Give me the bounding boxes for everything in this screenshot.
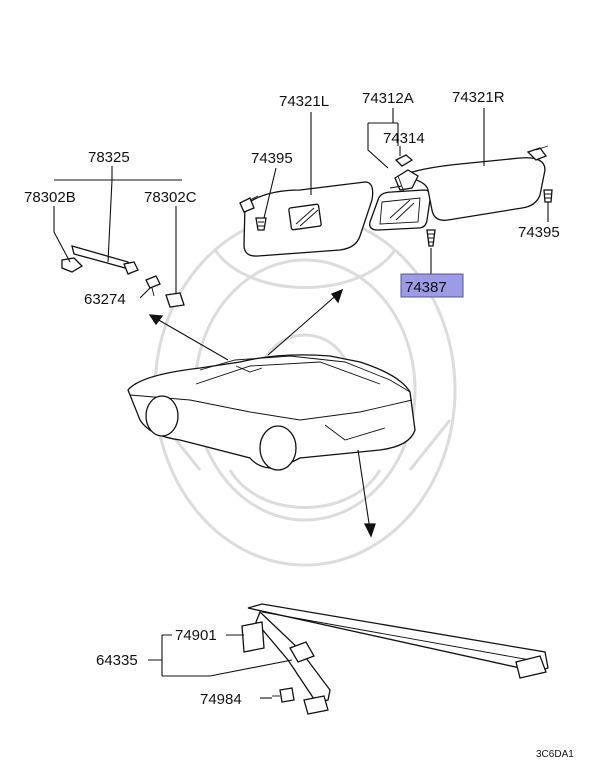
car-body <box>127 354 416 471</box>
label-74321R: 74321R <box>452 89 505 106</box>
label-74984: 74984 <box>200 691 242 708</box>
label-78302C: 78302C <box>144 189 197 206</box>
cap-78302C <box>165 292 185 308</box>
label-78302B: 78302B <box>24 189 76 206</box>
label-74312A: 74312A <box>362 90 414 107</box>
screw-74395-left <box>255 217 267 231</box>
direction-arrows <box>148 288 376 538</box>
label-64335: 64335 <box>96 652 138 669</box>
label-78325: 78325 <box>88 149 130 166</box>
vanity-mirror-74312A <box>369 189 432 231</box>
label-74387: 74387 <box>405 279 447 296</box>
clip-74314 <box>394 154 414 167</box>
label-74901: 74901 <box>175 627 217 644</box>
figure-code: 3C6DA1 <box>536 749 574 760</box>
highlight-box-74387 <box>400 273 464 298</box>
label-74395-right: 74395 <box>518 224 560 241</box>
label-63274: 63274 <box>84 291 126 308</box>
screw-74395-right <box>543 189 553 203</box>
sun-visor-left <box>239 181 374 257</box>
label-74321L: 74321L <box>279 93 329 110</box>
label-74314: 74314 <box>383 130 425 147</box>
callout-labels: 74321L 74312A 74321R 74395 74314 74395 7… <box>24 89 574 760</box>
screw-74387 <box>426 229 436 247</box>
sun-visor-right <box>389 145 549 221</box>
assist-grip-78325 <box>61 245 139 275</box>
seat-belt-assembly-64335 <box>241 603 549 715</box>
screw-63274 <box>145 275 161 297</box>
label-74395-left: 74395 <box>251 150 293 167</box>
bolt-74984 <box>272 687 295 703</box>
leader-lines <box>53 108 549 699</box>
